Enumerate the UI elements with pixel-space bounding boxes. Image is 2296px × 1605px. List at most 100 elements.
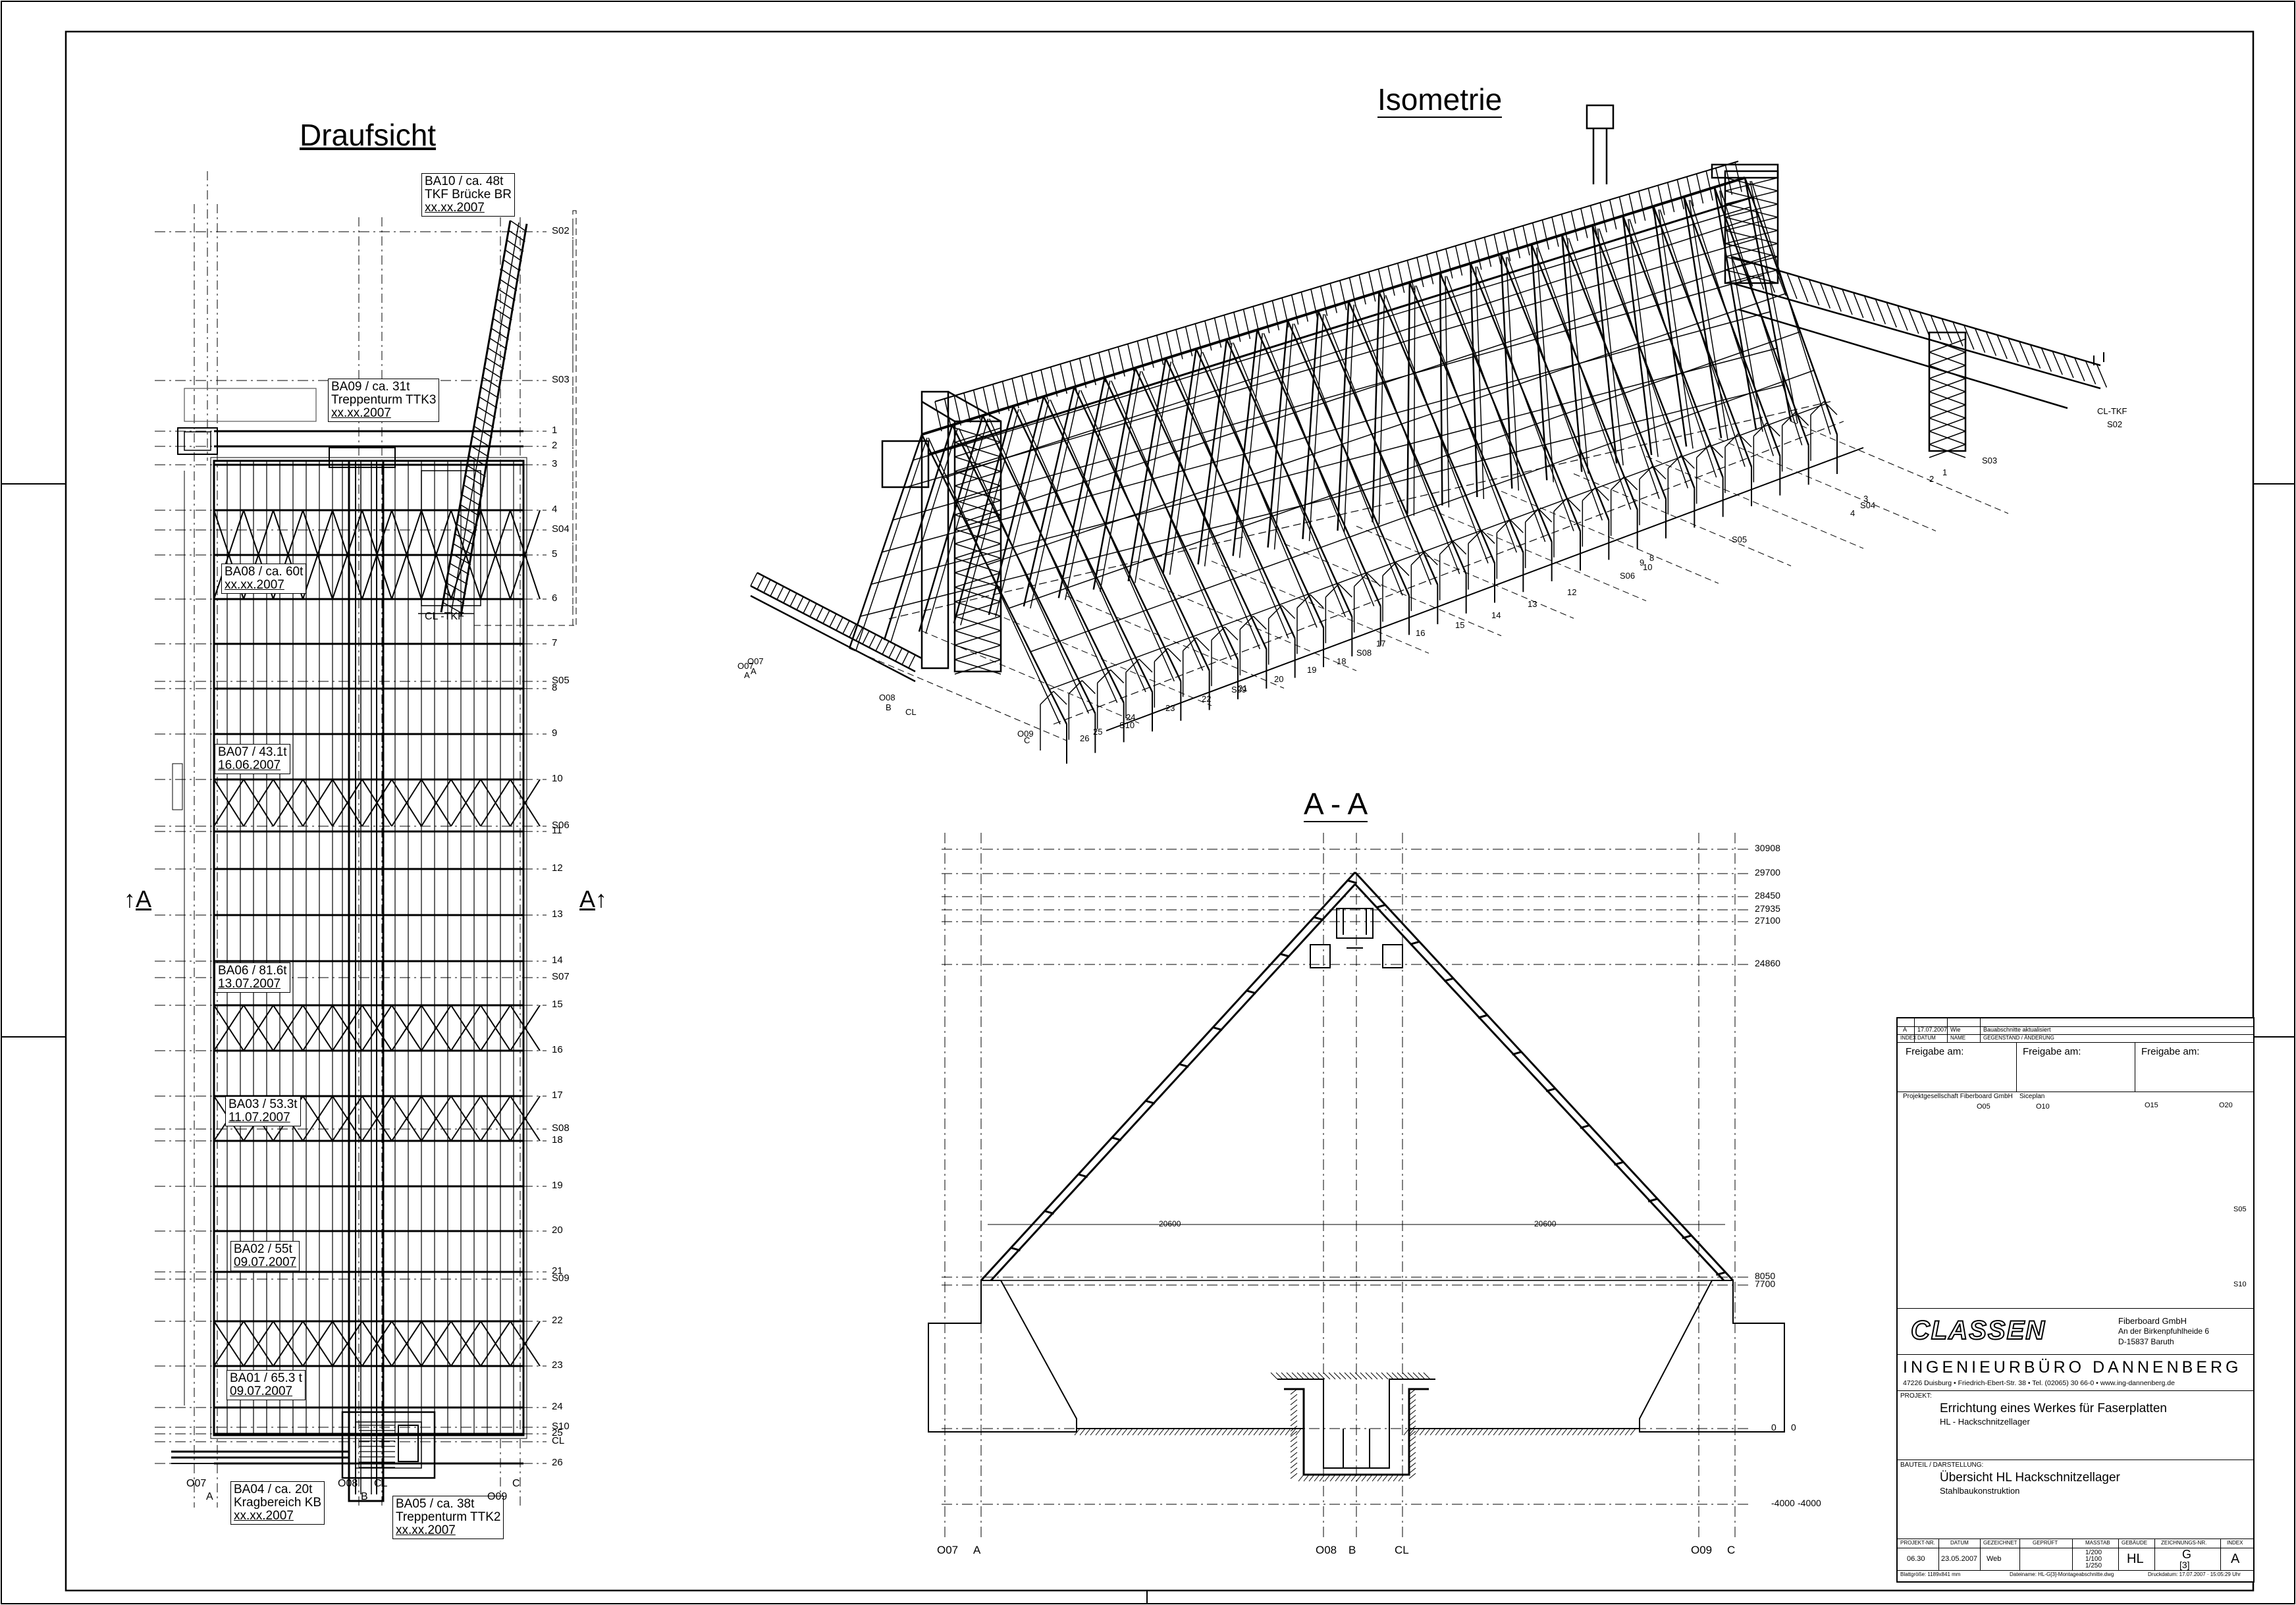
section-level-label: 24860 <box>1755 958 1780 968</box>
section-bottom-axis-label: O07 <box>937 1544 959 1556</box>
revision-header-index: INDEX <box>1900 1035 1917 1041</box>
plan-axis-label: 19 <box>552 1180 563 1191</box>
client-line2: An der Birkenpfuhlheide 6 <box>2118 1327 2210 1336</box>
plan-axis-label: 1 <box>552 425 558 436</box>
plan-axis-label: S10 <box>552 1421 570 1432</box>
iso-axis-label: 14 <box>1491 610 1501 620</box>
mini-label-s10: S10 <box>2233 1280 2247 1288</box>
plan-axis-label: 4 <box>552 504 558 515</box>
section-dim-right: 20600 <box>1534 1219 1557 1228</box>
client-line3: D-15837 Baruth <box>2118 1337 2174 1346</box>
section-bottom-axis-label: CL <box>1395 1544 1409 1556</box>
isometric-view <box>750 104 2108 764</box>
mini-label-o05: O05 <box>1977 1103 1990 1111</box>
iso-axis-label: A <box>744 670 750 680</box>
section-level-label: -4000 <box>1798 1498 1821 1508</box>
footer-header-drawing-no: ZEICHNUNGS-NR. <box>2161 1540 2207 1546</box>
section-view-title: A - A <box>1304 787 1368 822</box>
plan-bottom-axis-label: O09 <box>487 1491 508 1502</box>
iso-axis-label: S03 <box>1982 456 1998 465</box>
iso-axis-label: 16 <box>1416 628 1426 638</box>
release-2: Freigabe am: <box>2023 1046 2081 1057</box>
footer-building: HL <box>2127 1552 2144 1566</box>
iso-axis-label: O08 <box>879 693 895 702</box>
plan-axis-label: 16 <box>552 1044 563 1055</box>
footer-header-drawn: GEZEICHNET <box>1983 1540 2017 1546</box>
plan-axis-label: S06 <box>552 820 570 831</box>
iso-axis-label: 3 <box>1863 494 1869 504</box>
plan-axis-label: 17 <box>552 1090 563 1101</box>
footer-project-no: 06.30 <box>1907 1555 1925 1563</box>
footer-info-3: Druckdatum: 17.07.2007 · 15:05:29 Uhr <box>2148 1571 2241 1577</box>
section-level-label: 0 <box>1791 1422 1796 1433</box>
plan-axis-label: 11 <box>552 825 562 836</box>
footer-drawn: Web <box>1987 1555 2002 1563</box>
iso-axis-label: CL-TKF <box>2097 406 2127 416</box>
plan-axis-label: 24 <box>552 1401 563 1412</box>
section-level-label: 30908 <box>1755 843 1780 853</box>
mini-label-s05: S05 <box>2233 1205 2247 1213</box>
mini-label-o15: O15 <box>2145 1101 2158 1109</box>
plan-axis-label: S09 <box>552 1273 570 1284</box>
iso-axis-label: O07 <box>747 656 764 666</box>
plan-axis-label: 3 <box>552 458 558 469</box>
section-bottom-axis-label: C <box>1727 1544 1736 1556</box>
section-marker-right-text: A <box>579 885 596 912</box>
iso-axis-label: S05 <box>1732 535 1748 544</box>
plan-axis-label: 22 <box>552 1315 563 1326</box>
iso-axis-label: 10 <box>1643 562 1653 572</box>
plan-axis-label: 15 <box>552 999 563 1010</box>
plan-axis-label: 20 <box>552 1224 563 1236</box>
revision-index: A <box>1903 1026 1908 1033</box>
section-bottom-axis-label: A <box>973 1544 981 1556</box>
plan-axis-label: 8 <box>552 682 558 693</box>
footer-scale-1: 1/200 <box>2085 1549 2102 1556</box>
iso-axis-label: S02 <box>2107 419 2123 429</box>
title-block: A 17.07.2007 Wie Bauabschnitte aktualisi… <box>1896 1017 2255 1583</box>
mini-label-o20: O20 <box>2219 1101 2233 1109</box>
iso-axis-label: S04 <box>1860 500 1876 510</box>
plan-axis-label: 7 <box>552 637 558 648</box>
classen-logo: CLASSEN <box>1910 1315 2046 1346</box>
section-level-label: 7700 <box>1755 1278 1776 1289</box>
plan-axis-label: CL <box>552 1435 565 1446</box>
footer-drawing-no: G <box>2182 1548 2192 1561</box>
project-label: PROJEKT: <box>1900 1392 1932 1400</box>
plan-axis-label: 5 <box>552 548 558 560</box>
iso-axis-label: A <box>751 666 757 676</box>
revision-name: Wie <box>1950 1026 1961 1033</box>
section-dim-left: 20600 <box>1159 1219 1181 1228</box>
inner-frame <box>65 30 2255 1592</box>
footer-index: A <box>2231 1552 2240 1566</box>
section-bottom-axis-label: O08 <box>1316 1544 1337 1556</box>
section-marker-right: A↑ <box>579 885 608 912</box>
iso-axis-label: 18 <box>1337 656 1347 666</box>
footer-date: 23.05.2007 <box>1941 1555 1978 1563</box>
iso-axis-label: C <box>1024 735 1030 745</box>
revision-date: 17.07.2007 <box>1917 1026 1948 1033</box>
iso-axis-label: 24 <box>1126 712 1136 722</box>
plan-axis-label: 23 <box>552 1359 563 1371</box>
iso-axis-label: 21 <box>1238 683 1248 693</box>
plan-bottom-axis-label: C <box>512 1478 520 1489</box>
iso-axis-label: 13 <box>1528 599 1537 609</box>
iso-axis-label: 20 <box>1274 674 1284 684</box>
iso-axis-label: O09 <box>1017 729 1034 739</box>
iso-axis-label: 26 <box>1080 733 1090 743</box>
plan-axis-label: 2 <box>552 440 558 451</box>
iso-axis-label: 22 <box>1202 694 1212 704</box>
plan-view <box>155 171 577 1508</box>
plan-axis-label: 12 <box>552 862 563 874</box>
client-line1: Fiberboard GmbH <box>2118 1316 2187 1326</box>
iso-axis-label: 1 <box>1942 467 1948 477</box>
company-left: Projektgesellschaft Fiberboard GmbH <box>1903 1093 2013 1100</box>
company-mid: Siceplan <box>2019 1093 2045 1100</box>
plan-bottom-axis-label: O08 <box>338 1478 358 1489</box>
